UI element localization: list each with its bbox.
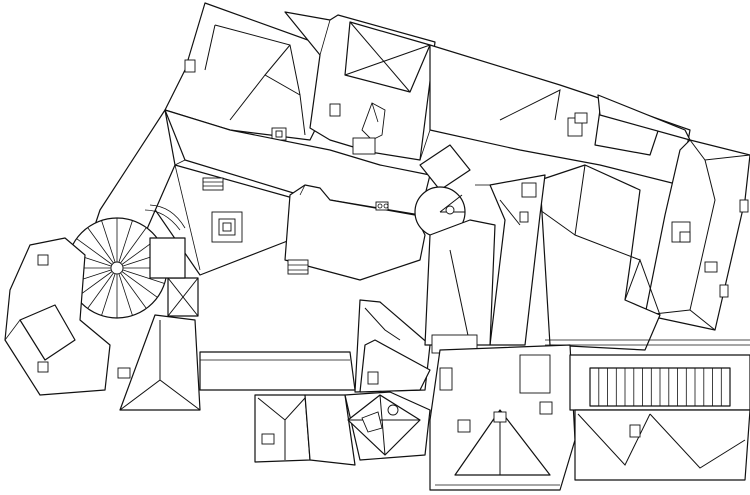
east-vertical-wing (644, 139, 750, 331)
west-curved-wall (89, 109, 186, 246)
northeast-long-wing (429, 44, 691, 186)
southwest-towers (117, 237, 201, 411)
tower-spoke (87, 272, 114, 309)
east-central-roof-blocks (489, 164, 661, 351)
tower-spoke (118, 220, 133, 263)
stair-central (287, 259, 309, 275)
tower-spoke (121, 271, 158, 298)
central-courtyard-wing (144, 109, 431, 281)
tower-spoke (120, 227, 147, 264)
west-polygonal-tower (4, 237, 111, 396)
tower-spoke (101, 273, 116, 316)
south-gatehouse (429, 344, 576, 491)
south-connecting-wall (199, 351, 356, 391)
tower-spoke (120, 272, 147, 309)
stair-west (202, 177, 224, 191)
tower-spoke (122, 269, 165, 284)
detail-lines (174, 19, 490, 196)
southeast-block (574, 409, 750, 481)
stair-bridge (545, 339, 750, 411)
stair-bridge-treads (598, 368, 722, 406)
tower-spoke (76, 238, 113, 265)
south-small-buildings (254, 391, 431, 466)
tower-spoke (101, 220, 116, 263)
north-pyramid-roof-block (284, 11, 436, 161)
tower-spoke (87, 227, 114, 264)
small-round-turret (414, 144, 471, 238)
tower-spoke (118, 273, 133, 316)
round-tower (66, 217, 168, 319)
